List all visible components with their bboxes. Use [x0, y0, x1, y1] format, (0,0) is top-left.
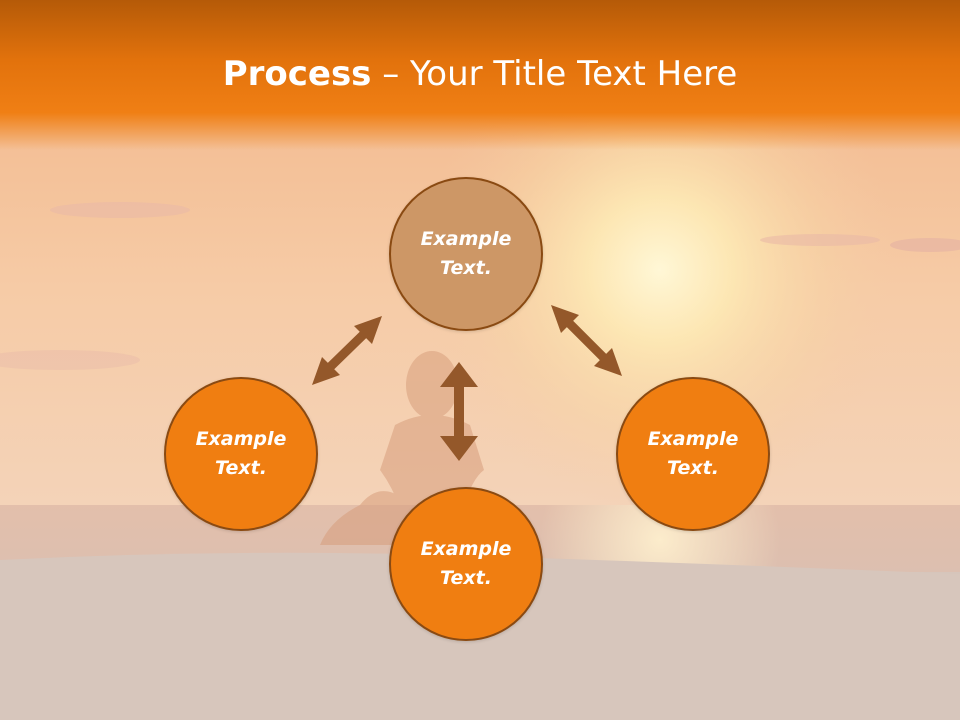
node-left-text: Example Text.	[195, 428, 287, 479]
node-right-text: Example Text.	[647, 428, 739, 479]
node-top-text: Example Text.	[420, 228, 512, 279]
title-bold: Process	[222, 54, 372, 94]
left-connector-arrow	[312, 316, 382, 385]
node-bottom-text: Example Text.	[420, 538, 512, 589]
center-connector-arrow	[440, 362, 478, 461]
node-left: Example Text.	[164, 377, 318, 531]
title-rest: – Your Title Text Here	[371, 54, 738, 94]
node-bottom: Example Text.	[389, 487, 543, 641]
node-right: Example Text.	[616, 377, 770, 531]
node-top: Example Text.	[389, 177, 543, 331]
title-bar	[0, 0, 960, 150]
right-connector-arrow	[551, 305, 622, 376]
slide-title: Process – Your Title Text Here	[0, 52, 960, 96]
